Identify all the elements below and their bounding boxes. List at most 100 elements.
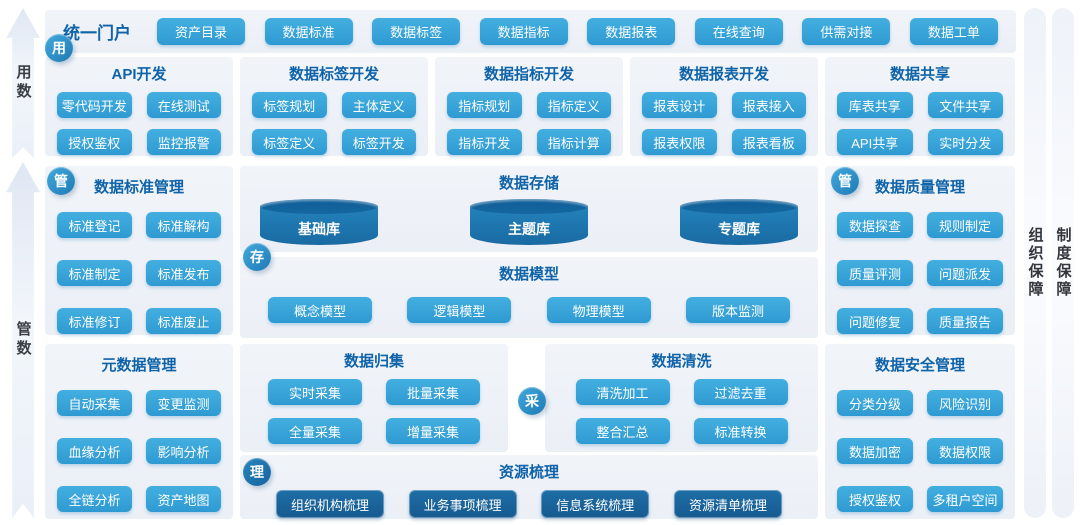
database-cylinder[interactable]: 主题库 bbox=[470, 199, 588, 245]
tag-dev-item[interactable]: 标签规划 bbox=[252, 92, 327, 118]
standard-mgmt-item[interactable]: 标准制定 bbox=[57, 260, 132, 286]
resource-sorting-item[interactable]: 资源清单梳理 bbox=[673, 490, 782, 518]
cylinder-top bbox=[680, 199, 798, 214]
report-dev-title: 数据报表开发 bbox=[678, 66, 769, 83]
badge-manage-left: 管 bbox=[47, 167, 75, 195]
portal-buttons: 资产目录 数据标准 数据标签 数据指标 数据报表 在线查询 供需对接 数据工单 bbox=[157, 18, 998, 45]
data-share-item[interactable]: 库表共享 bbox=[837, 92, 913, 118]
badge-store: 存 bbox=[243, 243, 271, 271]
data-model-item[interactable]: 物理模型 bbox=[546, 297, 651, 323]
standard-mgmt-item[interactable]: 标准解构 bbox=[146, 212, 221, 238]
database-label: 基础库 bbox=[298, 221, 340, 237]
portal-button[interactable]: 数据指标 bbox=[479, 18, 568, 45]
badge-collect: 采 bbox=[518, 387, 546, 415]
quality-mgmt-item[interactable]: 数据探查 bbox=[837, 212, 913, 238]
quality-mgmt-item[interactable]: 问题修复 bbox=[837, 308, 913, 334]
data-share-item[interactable]: API共享 bbox=[837, 129, 913, 155]
standard-mgmt-panel: 数据标准管理 标准登记 标准解构 标准制定 标准发布 标准修订 标准废止 bbox=[45, 166, 233, 335]
portal-button[interactable]: 数据报表 bbox=[587, 18, 676, 45]
cylinder-top bbox=[260, 199, 378, 214]
api-dev-item[interactable]: 零代码开发 bbox=[57, 92, 132, 118]
database-cylinder[interactable]: 基础库 bbox=[260, 199, 378, 245]
data-share-panel: 数据共享 库表共享 文件共享 API共享 实时分发 bbox=[825, 57, 1015, 156]
quality-mgmt-item[interactable]: 质量评测 bbox=[837, 260, 913, 286]
data-model-panel: 数据模型 概念模型 逻辑模型 物理模型 版本监测 bbox=[240, 257, 818, 338]
resource-sorting-title: 资源梳理 bbox=[498, 464, 559, 481]
security-mgmt-item[interactable]: 授权鉴权 bbox=[837, 486, 913, 512]
portal-button[interactable]: 供需对接 bbox=[802, 18, 891, 45]
security-mgmt-panel: 数据安全管理 分类分级 风险识别 数据加密 数据权限 授权鉴权 多租户空间 bbox=[825, 344, 1015, 519]
metadata-mgmt-item[interactable]: 变更监测 bbox=[146, 390, 221, 416]
data-model-item[interactable]: 逻辑模型 bbox=[407, 297, 512, 323]
security-mgmt-item[interactable]: 多租户空间 bbox=[927, 486, 1003, 512]
database-label: 专题库 bbox=[718, 221, 760, 237]
use-data-arrow-label: 用数 bbox=[14, 64, 32, 102]
quality-mgmt-item[interactable]: 质量报告 bbox=[927, 308, 1003, 334]
metadata-mgmt-item[interactable]: 影响分析 bbox=[146, 438, 221, 464]
data-share-item[interactable]: 实时分发 bbox=[927, 129, 1003, 155]
metadata-mgmt-item[interactable]: 血缘分析 bbox=[57, 438, 132, 464]
standard-mgmt-item[interactable]: 标准废止 bbox=[146, 308, 221, 334]
api-dev-item[interactable]: 授权鉴权 bbox=[57, 129, 132, 155]
metadata-mgmt-title: 元数据管理 bbox=[101, 357, 177, 374]
report-dev-item[interactable]: 报表设计 bbox=[642, 92, 717, 118]
data-collection-panel: 数据归集 实时采集 批量采集 全量采集 增量采集 bbox=[240, 344, 508, 452]
metadata-mgmt-item[interactable]: 全链分析 bbox=[57, 486, 132, 512]
security-mgmt-item[interactable]: 数据加密 bbox=[837, 438, 913, 464]
tag-dev-item[interactable]: 标签定义 bbox=[252, 129, 327, 155]
manage-data-arrow: 管数 bbox=[6, 162, 40, 518]
data-collection-item[interactable]: 实时采集 bbox=[268, 379, 362, 405]
security-mgmt-item[interactable]: 分类分级 bbox=[837, 390, 913, 416]
indicator-dev-item[interactable]: 指标规划 bbox=[447, 92, 522, 118]
badge-organize: 理 bbox=[243, 458, 271, 486]
data-cleaning-item[interactable]: 清洗加工 bbox=[575, 379, 670, 405]
data-collection-item[interactable]: 全量采集 bbox=[268, 418, 362, 444]
manage-data-arrow-label: 管数 bbox=[14, 321, 32, 359]
resource-sorting-item[interactable]: 业务事项梳理 bbox=[408, 490, 517, 518]
data-cleaning-item[interactable]: 标准转换 bbox=[693, 418, 788, 444]
database-cylinder[interactable]: 专题库 bbox=[680, 199, 798, 245]
report-dev-item[interactable]: 报表权限 bbox=[642, 129, 717, 155]
security-mgmt-item[interactable]: 风险识别 bbox=[927, 390, 1003, 416]
quality-mgmt-item[interactable]: 规则制定 bbox=[927, 212, 1003, 238]
standard-mgmt-item[interactable]: 标准修订 bbox=[57, 308, 132, 334]
security-mgmt-item[interactable]: 数据权限 bbox=[927, 438, 1003, 464]
tag-dev-item[interactable]: 主体定义 bbox=[341, 92, 416, 118]
data-share-item[interactable]: 文件共享 bbox=[927, 92, 1003, 118]
report-dev-item[interactable]: 报表看板 bbox=[731, 129, 806, 155]
metadata-mgmt-item[interactable]: 自动采集 bbox=[57, 390, 132, 416]
data-collection-item[interactable]: 增量采集 bbox=[386, 418, 480, 444]
resource-sorting-item[interactable]: 信息系统梳理 bbox=[541, 490, 650, 518]
portal-button[interactable]: 数据标准 bbox=[264, 18, 353, 45]
quality-mgmt-item[interactable]: 问题派发 bbox=[927, 260, 1003, 286]
portal-button[interactable]: 数据工单 bbox=[909, 18, 998, 45]
resource-sorting-item[interactable]: 组织机构梳理 bbox=[276, 490, 384, 518]
portal-button[interactable]: 资产目录 bbox=[157, 18, 245, 45]
standard-mgmt-item[interactable]: 标准登记 bbox=[57, 212, 132, 238]
data-collection-title: 数据归集 bbox=[343, 353, 404, 370]
indicator-dev-item[interactable]: 指标计算 bbox=[536, 129, 611, 155]
data-model-item[interactable]: 概念模型 bbox=[268, 297, 372, 323]
unified-portal-panel: 统一门户 资产目录 数据标准 数据标签 数据指标 数据报表 在线查询 供需对接 … bbox=[45, 10, 1016, 53]
data-model-item[interactable]: 版本监测 bbox=[685, 297, 790, 323]
data-storage-title: 数据存储 bbox=[498, 175, 559, 192]
data-cleaning-item[interactable]: 过滤去重 bbox=[693, 379, 788, 405]
indicator-dev-item[interactable]: 指标开发 bbox=[447, 129, 522, 155]
report-dev-panel: 数据报表开发 报表设计 报表接入 报表权限 报表看板 bbox=[630, 57, 818, 156]
portal-button[interactable]: 数据标签 bbox=[372, 18, 461, 45]
api-dev-item[interactable]: 监控报警 bbox=[146, 129, 221, 155]
data-model-title: 数据模型 bbox=[498, 266, 559, 283]
standard-mgmt-item[interactable]: 标准发布 bbox=[146, 260, 221, 286]
api-dev-item[interactable]: 在线测试 bbox=[146, 92, 221, 118]
portal-button[interactable]: 在线查询 bbox=[694, 18, 783, 45]
organization-guarantee-label: 组织保障 bbox=[1026, 227, 1044, 299]
quality-mgmt-panel: 数据质量管理 数据探查 规则制定 质量评测 问题派发 问题修复 质量报告 bbox=[825, 166, 1015, 335]
metadata-mgmt-item[interactable]: 资产地图 bbox=[146, 486, 221, 512]
tag-dev-panel: 数据标签开发 标签规划 主体定义 标签定义 标签开发 bbox=[240, 57, 428, 156]
indicator-dev-item[interactable]: 指标定义 bbox=[536, 92, 611, 118]
data-collection-item[interactable]: 批量采集 bbox=[386, 379, 480, 405]
data-cleaning-item[interactable]: 整合汇总 bbox=[575, 418, 670, 444]
tag-dev-item[interactable]: 标签开发 bbox=[341, 129, 416, 155]
report-dev-item[interactable]: 报表接入 bbox=[731, 92, 806, 118]
